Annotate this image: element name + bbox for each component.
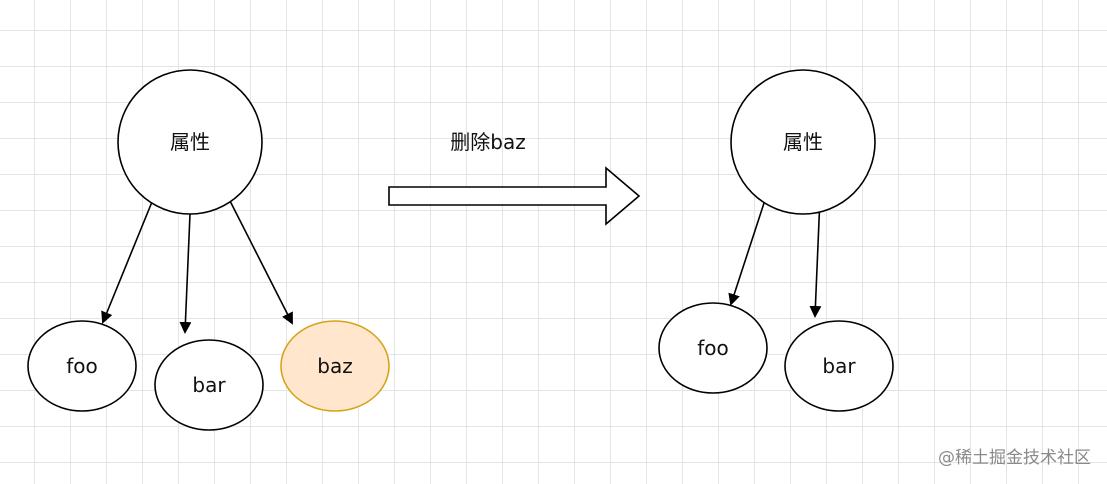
left-child-baz-node: baz [280, 320, 390, 412]
edge-left-root-foo [101, 196, 155, 324]
right-child-bar-node: bar [784, 320, 894, 412]
right-root-node: 属性 [730, 69, 876, 215]
left-child-foo-label: foo [66, 354, 98, 378]
left-child-baz-label: baz [317, 354, 352, 378]
right-root-label: 属性 [783, 130, 823, 154]
edge-left-root-baz [227, 196, 293, 325]
watermark: @稀土掘金技术社区 [938, 448, 1091, 468]
edge-right-root-bar [809, 196, 822, 318]
transition-label: 删除baz [450, 130, 525, 154]
right-child-bar-label: bar [822, 354, 856, 378]
left-child-bar-label: bar [192, 373, 226, 397]
edge-right-root-foo [728, 196, 767, 306]
left-child-foo-node: foo [27, 320, 137, 412]
right-child-foo-node: foo [658, 302, 768, 394]
edge-left-root-bar [179, 213, 192, 334]
left-root-node: 属性 [117, 69, 263, 215]
left-root-label: 属性 [170, 130, 210, 154]
left-child-bar-node: bar [154, 339, 264, 431]
right-child-foo-label: foo [697, 336, 729, 360]
transition-arrow [388, 166, 641, 226]
